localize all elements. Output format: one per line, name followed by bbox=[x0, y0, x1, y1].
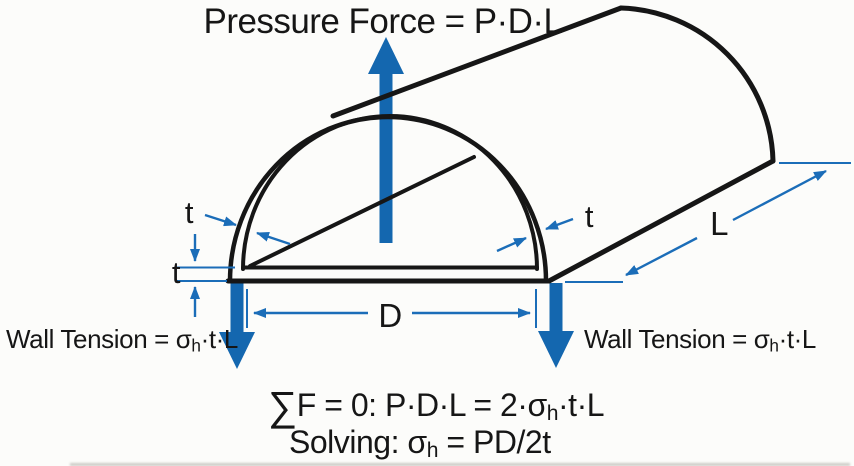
thickness-dimension-right bbox=[496, 217, 574, 253]
length-label: L bbox=[710, 205, 728, 242]
scan-edge-artifact bbox=[70, 463, 850, 466]
length-dimension bbox=[565, 162, 851, 283]
thickness-label-bottom: t bbox=[171, 255, 181, 290]
equilibrium-equation: ∑F = 0: P·D·L = 2·σh·t·L bbox=[268, 383, 605, 429]
equilibrium-equation-subscript: h bbox=[546, 402, 559, 426]
vessel-body-outline bbox=[330, 5, 776, 284]
thickness-label-right: t bbox=[584, 199, 594, 234]
cut-plane-edge bbox=[248, 155, 476, 268]
wall-tension-right-subscript: h bbox=[769, 335, 779, 356]
thickness-dimension-bottom bbox=[177, 234, 235, 317]
solution-equation-subscript: h bbox=[426, 439, 439, 463]
solution-equation-post: = PD/2t bbox=[437, 424, 551, 460]
thickness-dimension-left bbox=[204, 213, 291, 246]
solution-equation-pre: Solving: σ bbox=[289, 424, 427, 460]
equilibrium-equation-pre: F = 0: P·D·L = 2·σ bbox=[296, 386, 547, 423]
wall-tension-right-post: ·t·L bbox=[778, 324, 817, 354]
pressure-force-arrow bbox=[368, 37, 404, 243]
wall-tension-arrow-left bbox=[219, 282, 255, 369]
wall-tension-left-post: ·t·L bbox=[200, 324, 239, 354]
summation-symbol: ∑ bbox=[268, 383, 297, 429]
thickness-label-left: t bbox=[184, 195, 194, 230]
wall-tension-arrow-right bbox=[538, 283, 574, 368]
wall-tension-left-label: Wall Tension = σh·t·L bbox=[6, 326, 238, 355]
equilibrium-equation-post: ·t·L bbox=[558, 386, 605, 423]
vessel-front-face bbox=[225, 114, 552, 284]
wall-tension-right-label: Wall Tension = σh·t·L bbox=[584, 326, 816, 355]
wall-tension-left-pre: Wall Tension = σ bbox=[6, 324, 192, 354]
solution-equation: Solving: σh = PD/2t bbox=[289, 426, 551, 461]
pressure-force-label: Pressure Force = P·D·L bbox=[203, 2, 564, 41]
diameter-label: D bbox=[378, 297, 402, 334]
diameter-dimension bbox=[246, 289, 537, 328]
wall-tension-right-pre: Wall Tension = σ bbox=[584, 324, 770, 354]
wall-tension-left-subscript: h bbox=[191, 335, 201, 356]
